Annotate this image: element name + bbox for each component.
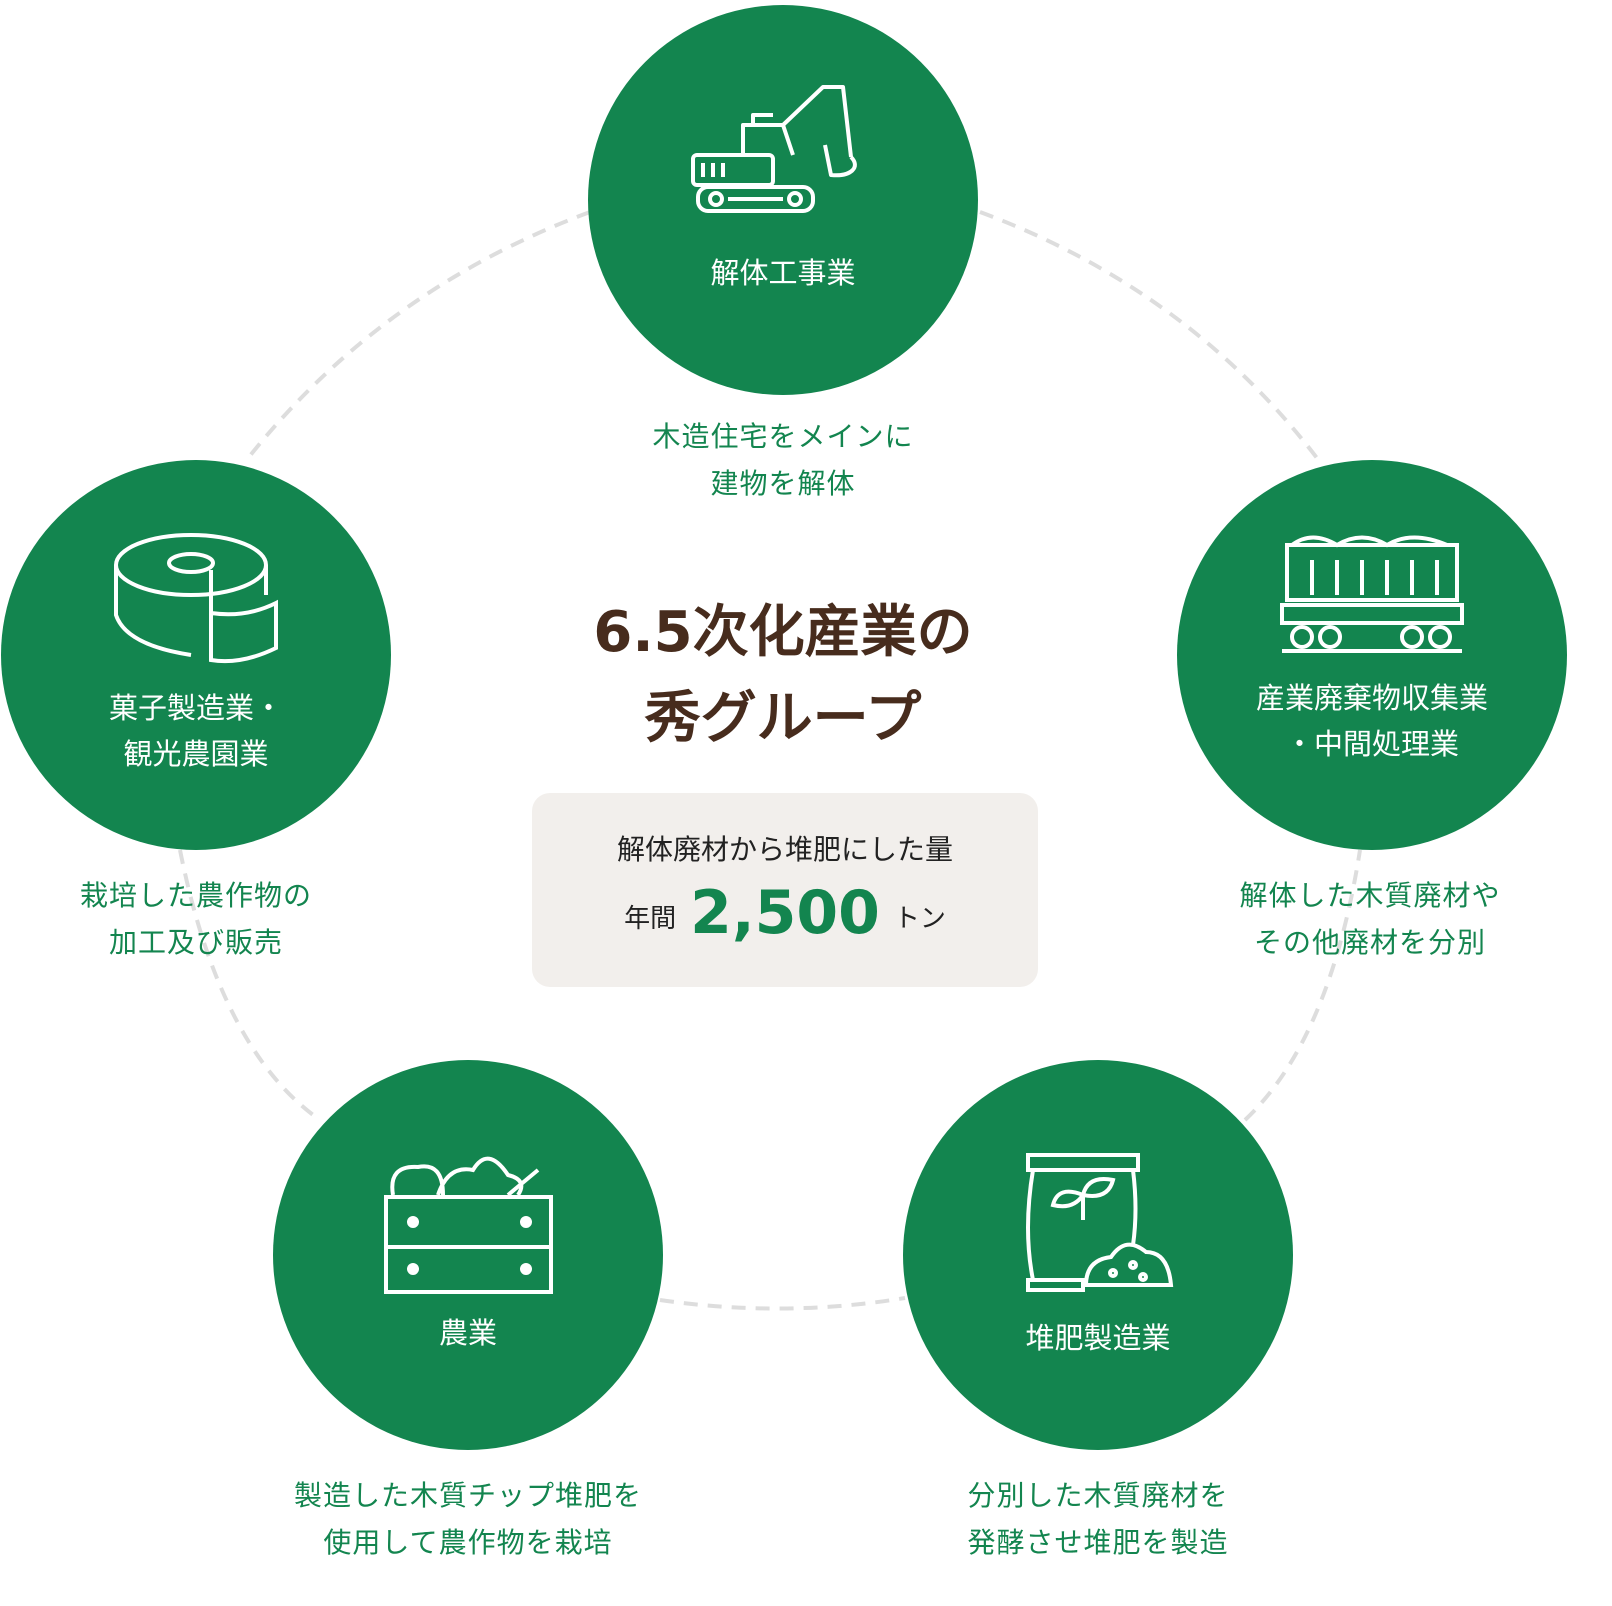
desc-line: その他廃材を分別 <box>1253 926 1486 959</box>
desc-line: 栽培した農作物の <box>79 879 312 912</box>
desc-line: 解体した木質廃材や <box>1239 879 1501 912</box>
stat-value: 2,500 <box>690 878 880 948</box>
page-title: 6.5次化産業の 秀グループ <box>533 590 1033 762</box>
desc-line: 建物を解体 <box>710 467 856 500</box>
excavator-icon <box>691 85 857 213</box>
baumkuchen-icon <box>114 533 278 664</box>
desc-line: 発酵させ堆肥を製造 <box>967 1526 1229 1559</box>
desc-line: 加工及び販売 <box>108 926 283 959</box>
business-name: 農業 <box>438 1316 497 1350</box>
freight-wagon-icon <box>1280 535 1464 653</box>
stat-row: 年間 2,500 トン <box>532 878 1038 948</box>
business-name: 堆肥製造業 <box>1025 1321 1171 1355</box>
stat-unit: トン <box>893 904 946 934</box>
business-confectionery: 菓子製造業・ 観光農園業 <box>1 460 391 850</box>
business-compost: 堆肥製造業 <box>903 1060 1293 1450</box>
title-line: 6.5次化産業の <box>593 600 973 665</box>
business-description: 栽培した農作物の 加工及び販売 <box>0 872 406 966</box>
business-waste-collection: 産業廃棄物収集業 ・中間処理業 <box>1177 460 1567 850</box>
desc-line: 製造した木質チップ堆肥を <box>293 1479 642 1512</box>
business-description: 製造した木質チップ堆肥を 使用して農作物を栽培 <box>258 1472 678 1566</box>
stat-label: 解体廃材から堆肥にした量 <box>616 833 953 866</box>
business-name: 産業廃棄物収集業 <box>1255 681 1488 715</box>
desc-line: 分別した木質廃材を <box>967 1479 1229 1512</box>
desc-line: 木造住宅をメインに <box>652 420 914 453</box>
business-name: ・中間処理業 <box>1284 727 1459 761</box>
business-name: 観光農園業 <box>123 737 269 771</box>
compost-bag-icon <box>1026 1153 1174 1292</box>
stat-prefix: 年間 <box>624 904 677 934</box>
business-description: 木造住宅をメインに 建物を解体 <box>573 413 993 507</box>
business-description: 解体した木質廃材や その他廃材を分別 <box>1160 872 1580 966</box>
desc-line: 使用して農作物を栽培 <box>323 1526 613 1559</box>
business-name: 菓子製造業・ <box>108 691 283 725</box>
title-line: 秀グループ <box>644 686 922 751</box>
business-demolition: 解体工事業 <box>588 5 978 395</box>
business-name: 解体工事業 <box>710 256 856 290</box>
business-description: 分別した木質廃材を 発酵させ堆肥を製造 <box>888 1472 1308 1566</box>
stat-box: 解体廃材から堆肥にした量 年間 2,500 トン <box>532 793 1038 987</box>
vegetable-crate-icon <box>384 1156 553 1294</box>
business-agriculture: 農業 <box>273 1060 663 1450</box>
